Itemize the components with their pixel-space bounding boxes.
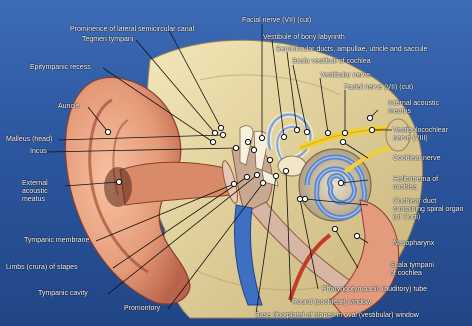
label-cochlear-nerve: Cochlear nerve	[393, 155, 440, 163]
label-nasopharynx: Nasopharynx	[393, 240, 434, 248]
label-epitympanic-recess: Epitympanic recess	[30, 64, 91, 72]
label-base-stapes: Base (footplate) of stapes in oval (vest…	[255, 312, 419, 320]
label-tympanic-membrane: Tympanic membrane	[24, 237, 89, 245]
label-prominence-canal: Prominence of lateral semicircular canal	[70, 26, 194, 34]
label-vestibular-nerve: Vestibular nerve	[320, 72, 370, 80]
label-scala-vestibuli: Scala vestibuli of cochlea	[292, 58, 371, 66]
label-malleus-head: Malleus (head)	[6, 136, 52, 144]
label-scala-tympani: Scala tympani of cochlea	[390, 262, 436, 278]
label-internal-meatus: Internal acoustic meatus	[388, 100, 444, 116]
label-vestibulocochlear-nerve: Vestibulocochlear nerve (VIII)	[393, 127, 463, 143]
label-vestibule: Vestibule of bony labyrinth	[263, 34, 345, 42]
label-cochlear-duct: Cochlear duct containing spiral organ (o…	[393, 198, 465, 222]
label-semicircular-ducts: Semicircular ducts, ampullae, utricle an…	[276, 46, 427, 54]
label-promontory: Promontory	[124, 305, 160, 313]
label-facial-nerve-top: Facial nerve (VII) (cut)	[242, 17, 311, 25]
label-tegmen-tympani: Tegmen tympani	[82, 36, 133, 44]
label-auricle: Auricle	[58, 103, 79, 111]
label-facial-nerve-right: Facial nerve (VII) (cut)	[344, 84, 413, 92]
label-helicotrema: Helicotrema of cochlea	[393, 176, 445, 192]
label-tympanic-cavity: Tympanic cavity	[38, 290, 88, 298]
label-round-window: Round (cochlear) window	[292, 299, 371, 307]
label-incus: Incus	[30, 148, 47, 156]
label-external-meatus: External acoustic meatus	[22, 180, 70, 204]
label-limbs-stapes: Limbs (crura) of stapes	[6, 264, 78, 272]
label-pharyngotympanic-tube: Pharyngotympanic (auditory) tube	[322, 286, 427, 294]
